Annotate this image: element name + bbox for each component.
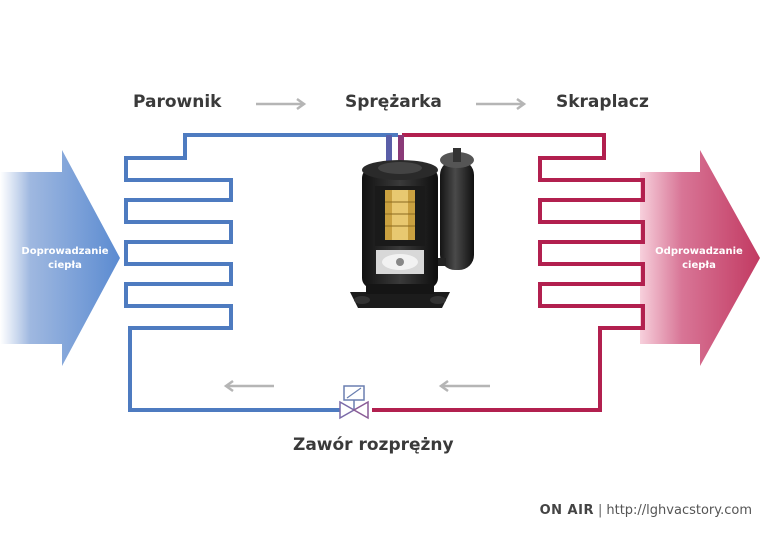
condenser-coil	[372, 133, 645, 412]
heat-out-label: Odprowadzanie ciepła	[655, 246, 743, 271]
compressor-icon	[350, 135, 474, 308]
watermark-separator: |	[597, 503, 603, 518]
evaporator-label: Parownik	[133, 92, 222, 112]
flow-arrow-top-right	[476, 97, 527, 111]
heat-out-arrow	[640, 150, 760, 366]
watermark-brand: ON AIR	[539, 503, 594, 518]
evaporator-coil	[124, 133, 398, 412]
watermark-url[interactable]: http://lghvacstory.com	[606, 503, 752, 518]
flow-arrow-top-left	[256, 97, 307, 111]
heat-in-arrow	[0, 150, 120, 366]
heat-in-label: Doprowadzanie ciepła	[21, 246, 109, 271]
compressor-label: Sprężarka	[345, 92, 442, 112]
flow-arrow-bottom-left	[223, 379, 274, 393]
condenser-label: Skraplacz	[556, 92, 649, 112]
expansion-valve-icon	[339, 385, 369, 420]
watermark: ON AIR|http://lghvacstory.com	[540, 503, 752, 518]
flow-arrow-bottom-right	[438, 379, 490, 393]
expansion-valve-label: Zawór rozprężny	[293, 435, 454, 455]
